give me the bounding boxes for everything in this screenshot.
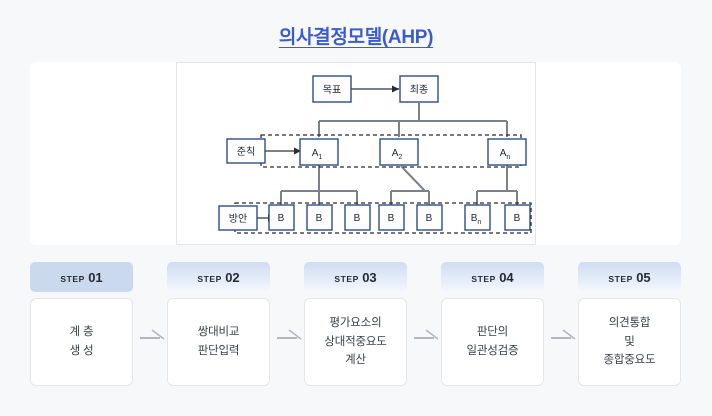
node-alternative-b1: B: [268, 204, 295, 231]
node-alternative-bn-label: B: [471, 213, 478, 224]
node-goal-label: 목표: [323, 84, 341, 96]
step-number-05: 05: [636, 269, 651, 285]
page-title-wrapper: 의사결정모델(AHP): [0, 22, 712, 49]
node-criterion-a1-label: A: [312, 148, 319, 159]
step-body-04: 판단의 일관성검증: [441, 298, 544, 386]
node-alternative-bn-sub: n: [477, 219, 481, 226]
goal-to-final-arrowhead: [392, 85, 399, 93]
node-criteria-label-text: 준칙: [237, 146, 255, 158]
step-label-01: STEP: [60, 273, 85, 284]
step-number-04: 04: [499, 269, 514, 285]
step-body-text-02: 쌍대비교 판단입력: [197, 326, 240, 357]
step-header-04: STEP 04: [441, 262, 544, 292]
step-card-05[interactable]: STEP 05 의견통합 및 종합중요도: [578, 262, 681, 386]
step-header-label-03: STEP 03: [334, 270, 376, 285]
step-number-03: 03: [362, 269, 377, 285]
node-criterion-a1: A1: [299, 138, 339, 166]
svg-text:An: An: [500, 148, 511, 161]
step-body-05: 의견통합 및 종합중요도: [578, 298, 681, 386]
node-criterion-a2: A2: [379, 138, 419, 166]
diagram-frame: 목표 최종 준칙 방안: [176, 62, 536, 245]
svg-text:A1: A1: [312, 148, 323, 161]
step-body-02: 쌍대비교 판단입력: [167, 298, 270, 386]
page-title: 의사결정모델(AHP): [278, 27, 434, 48]
node-criteria-label: 준칙: [226, 138, 266, 164]
node-alternative-b5: B: [416, 204, 443, 231]
step-label-02: STEP: [197, 273, 222, 284]
diagram-panel: 목표 최종 준칙 방안: [30, 62, 681, 245]
node-alternative-b7-label: B: [514, 213, 521, 224]
step-label-03: STEP: [334, 273, 359, 284]
node-criterion-a1-sub: 1: [318, 154, 322, 161]
node-alternative-b5-label: B: [426, 213, 433, 224]
node-criterion-an-label: A: [500, 148, 507, 159]
node-alternative-b3: B: [344, 204, 371, 231]
node-alternative-b4: B: [378, 204, 405, 231]
step-header-label-02: STEP 02: [197, 270, 239, 285]
node-criterion-an-sub: n: [506, 154, 510, 161]
step-card-04[interactable]: STEP 04 판단의 일관성검증: [441, 262, 544, 386]
node-final: 최종: [399, 75, 439, 103]
node-alternative-b2-label: B: [316, 213, 323, 224]
node-alternative-b1-label: B: [278, 213, 285, 224]
steps-strip: STEP 01 계 층 생 성 STEP 02 쌍대비교 판단입력 STEP 0…: [0, 262, 712, 388]
svg-text:Bn: Bn: [471, 213, 482, 226]
step-header-label-05: STEP 05: [608, 270, 650, 285]
step-label-05: STEP: [608, 273, 633, 284]
step-header-label-04: STEP 04: [471, 270, 513, 285]
node-alternative-bn: Bn: [464, 204, 491, 231]
step-card-02[interactable]: STEP 02 쌍대비교 판단입력: [167, 262, 270, 386]
node-criterion-an: An: [487, 138, 527, 166]
criteria-arrowhead: [294, 147, 301, 155]
step-number-01: 01: [88, 269, 103, 285]
step-header-label-01: STEP 01: [60, 270, 102, 285]
node-alternatives-label: 방안: [218, 205, 258, 231]
connector-lines: [257, 88, 518, 219]
step-arrow-1-icon: [140, 329, 165, 340]
node-final-label: 최종: [410, 84, 428, 96]
step-header-05: STEP 05: [578, 262, 681, 292]
step-body-text-05: 의견통합 및 종합중요도: [603, 316, 656, 367]
step-header-02: STEP 02: [167, 262, 270, 292]
node-alternatives-label-text: 방안: [229, 213, 247, 225]
step-arrow-4-icon: [551, 329, 576, 340]
node-alternative-b7: B: [504, 204, 531, 231]
step-body-text-01: 계 층 생 성: [69, 326, 94, 357]
step-card-03[interactable]: STEP 03 평가요소의 상대적중요도 계산: [304, 262, 407, 386]
node-goal: 목표: [312, 75, 352, 103]
step-label-04: STEP: [471, 273, 496, 284]
step-number-02: 02: [225, 269, 240, 285]
node-alternative-b4-label: B: [388, 213, 395, 224]
step-arrow-3-icon: [414, 329, 439, 340]
node-criterion-a2-sub: 2: [398, 154, 402, 161]
step-card-01[interactable]: STEP 01 계 층 생 성: [30, 262, 133, 386]
node-criterion-a2-label: A: [392, 148, 399, 159]
svg-text:A2: A2: [392, 148, 403, 161]
step-arrow-2-icon: [277, 329, 302, 340]
step-body-03: 평가요소의 상대적중요도 계산: [304, 298, 407, 386]
step-body-text-04: 판단의 일관성검증: [466, 326, 519, 357]
step-header-01: STEP 01: [30, 262, 133, 292]
node-alternative-b2: B: [306, 204, 333, 231]
step-body-01: 계 층 생 성: [30, 298, 133, 386]
step-body-text-03: 평가요소의 상대적중요도 계산: [324, 316, 387, 367]
step-header-03: STEP 03: [304, 262, 407, 292]
node-alternative-b3-label: B: [354, 213, 361, 224]
ahp-hierarchy-svg: 목표 최종 준칙 방안: [218, 75, 532, 234]
